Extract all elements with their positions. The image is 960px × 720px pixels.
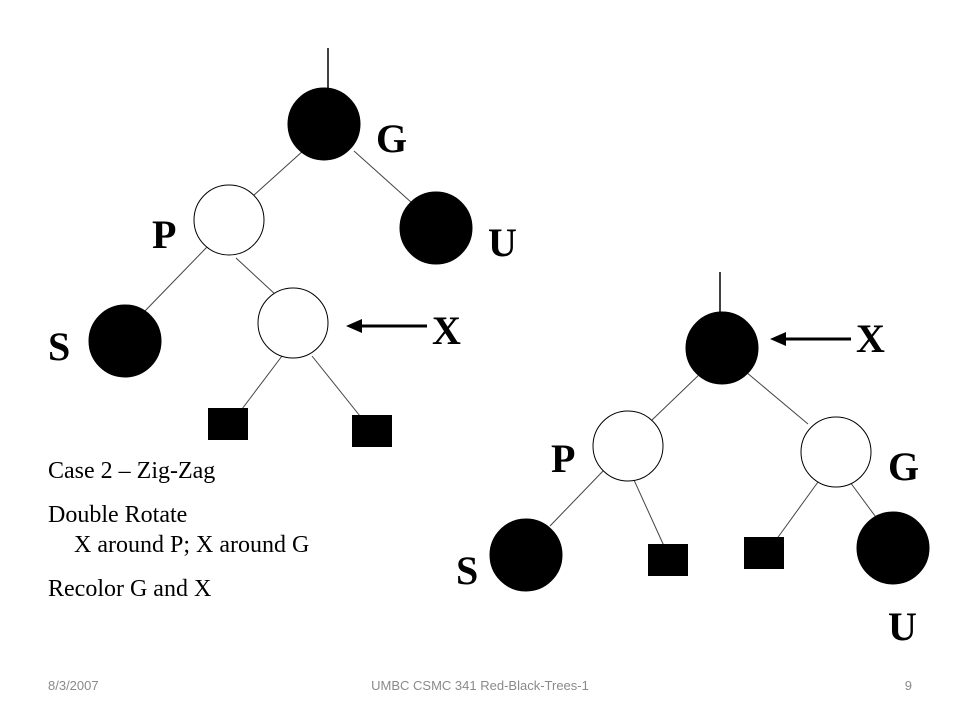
null-leaf	[648, 544, 688, 576]
case-title: Case 2 – Zig-Zag	[48, 458, 216, 484]
step1-detail: X around P; X around G	[74, 532, 310, 558]
label-x: X	[856, 316, 885, 361]
label-p: P	[551, 436, 575, 481]
label-s: S	[48, 324, 70, 369]
null-leaf	[208, 408, 248, 440]
null-leaf	[352, 415, 392, 447]
before-tree: G P U S X	[48, 48, 517, 447]
label-s: S	[456, 548, 478, 593]
label-g: G	[376, 116, 407, 161]
node-x-red	[257, 287, 329, 359]
edge-g-to-u	[849, 481, 879, 521]
step2-text: Recolor G and X	[48, 576, 212, 602]
label-x: X	[432, 308, 461, 353]
node-p-red	[193, 184, 265, 256]
edge-x-to-g	[745, 371, 809, 425]
edge-x-to-leaf-right	[311, 355, 361, 417]
label-g: G	[888, 444, 919, 489]
footer-date: 8/3/2007	[48, 678, 99, 693]
label-p: P	[152, 212, 176, 257]
node-g-red	[800, 416, 872, 488]
edge-x-to-leaf-left	[241, 355, 283, 410]
null-leaf	[744, 537, 784, 569]
edge-p-to-s	[549, 469, 605, 527]
explanation-notes: Case 2 – Zig-Zag Double Rotate X around …	[48, 456, 309, 604]
edge-g-to-leaf	[775, 481, 819, 541]
node-g-black	[287, 87, 361, 161]
label-u: U	[888, 604, 917, 649]
edge-g-to-p	[252, 149, 305, 197]
arrow-head-icon	[346, 319, 362, 333]
arrow-head-icon	[770, 332, 786, 346]
node-u-black	[399, 191, 473, 265]
footer-page-number: 9	[904, 678, 912, 693]
node-s-black	[88, 304, 162, 378]
node-s-black	[489, 518, 563, 592]
edge-g-to-u	[353, 150, 413, 204]
step1-heading: Double Rotate	[48, 502, 188, 528]
after-tree: X P G S U	[456, 272, 930, 649]
edge-p-to-x	[235, 257, 277, 296]
node-x-black	[685, 311, 759, 385]
label-u: U	[488, 220, 517, 265]
node-p-red	[592, 410, 664, 482]
node-u-black	[856, 511, 930, 585]
footer-title: UMBC CSMC 341 Red-Black-Trees-1	[371, 678, 589, 693]
edge-p-to-leaf	[633, 479, 665, 547]
edge-p-to-s	[143, 246, 208, 313]
edge-x-to-p	[651, 371, 703, 421]
